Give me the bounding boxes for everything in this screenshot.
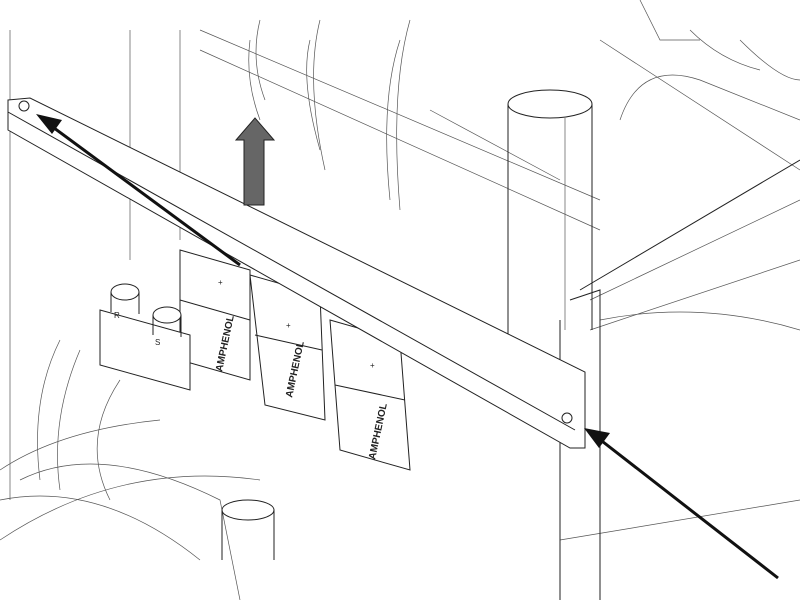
polarity-mark: + [218, 278, 223, 287]
lift-direction-arrow [234, 117, 276, 206]
polarity-mark: + [370, 361, 375, 370]
vertical-tube [507, 89, 593, 360]
small-tube [221, 499, 275, 560]
connector-1: + AMPHENOL [179, 249, 251, 381]
callout-arrow-right [584, 428, 779, 580]
polarity-mark: + [286, 321, 291, 330]
connector-3: + AMPHENOL [329, 319, 411, 471]
port-label-r: R [114, 311, 120, 320]
bolt-icon [18, 100, 30, 112]
callout-arrow-left [36, 114, 241, 267]
port-label-s: S [155, 338, 160, 347]
bolt-icon [561, 412, 573, 424]
valve-block: R S [37, 283, 191, 501]
